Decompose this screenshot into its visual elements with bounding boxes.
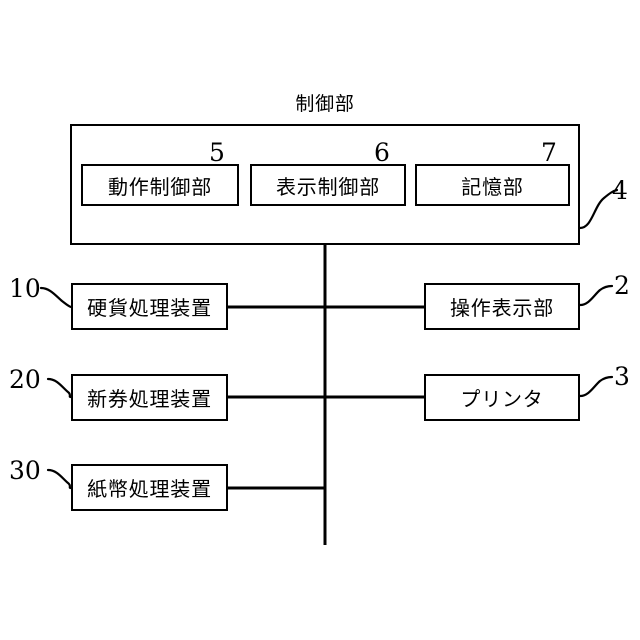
leader-line-20 bbox=[46, 377, 73, 399]
ref-numeral-6: 6 bbox=[374, 138, 390, 167]
ref-numeral-3: 3 bbox=[614, 362, 630, 391]
device-box-new-note-processor[interactable]: 新券処理装置 bbox=[71, 374, 228, 421]
device-box-printer[interactable]: プリンタ bbox=[424, 374, 580, 421]
ref-numeral-2: 2 bbox=[614, 271, 630, 300]
ref-numeral-30: 30 bbox=[9, 456, 41, 485]
module-box-storage[interactable]: 記憶部 bbox=[415, 164, 570, 206]
ref-numeral-4: 4 bbox=[612, 176, 628, 205]
module-box-display-control[interactable]: 表示制御部 bbox=[250, 164, 406, 206]
leader-line-3 bbox=[578, 375, 614, 398]
leader-line-30 bbox=[46, 468, 73, 490]
ref-numeral-7: 7 bbox=[541, 138, 557, 167]
device-box-operation-display[interactable]: 操作表示部 bbox=[424, 283, 580, 330]
ref-numeral-10: 10 bbox=[9, 274, 41, 303]
leader-line-4 bbox=[578, 188, 619, 230]
device-box-banknote-processor[interactable]: 紙幣処理装置 bbox=[71, 464, 228, 511]
control-unit-title: 制御部 bbox=[295, 93, 355, 115]
device-box-coin-processor[interactable]: 硬貨処理装置 bbox=[71, 283, 228, 330]
ref-numeral-20: 20 bbox=[9, 365, 41, 394]
leader-line-2 bbox=[578, 284, 614, 307]
leader-line-10 bbox=[39, 286, 73, 309]
ref-numeral-5: 5 bbox=[209, 138, 225, 167]
module-box-motion-control[interactable]: 動作制御部 bbox=[81, 164, 239, 206]
